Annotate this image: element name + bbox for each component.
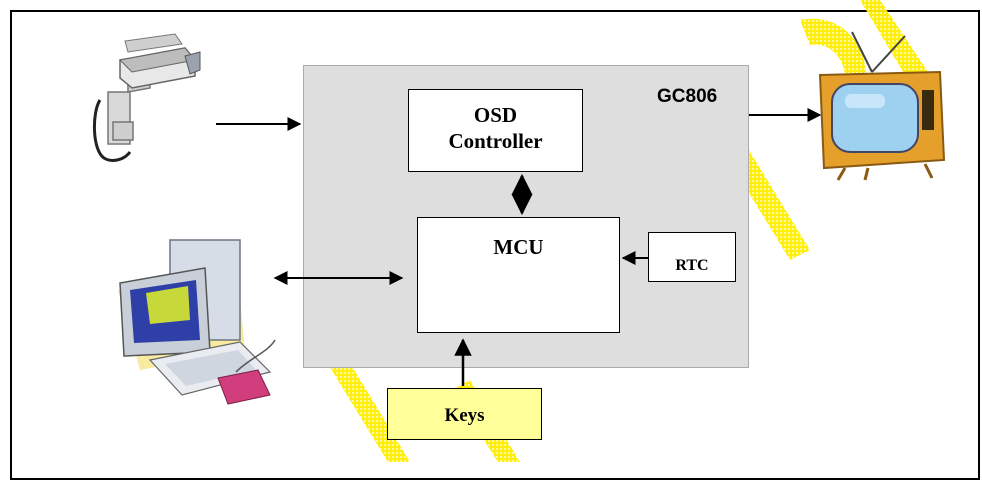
rtc-label: RTC: [675, 257, 709, 274]
chip-label: GC806: [657, 86, 718, 107]
security-camera-icon: [92, 33, 201, 162]
mcu-label: MCU: [493, 235, 544, 259]
television-icon: [818, 31, 946, 181]
keys-label: Keys: [444, 405, 485, 426]
osd-label-line2: Controller: [448, 129, 543, 153]
rtc-block: RTC: [648, 232, 736, 282]
keys-block: Keys: [387, 388, 542, 440]
osd-controller-block: OSD Controller: [408, 89, 583, 172]
connections: [92, 31, 946, 405]
mcu-block: MCU: [417, 217, 620, 333]
computer-icon: [118, 239, 276, 405]
osd-label-line1: OSD: [473, 103, 518, 127]
